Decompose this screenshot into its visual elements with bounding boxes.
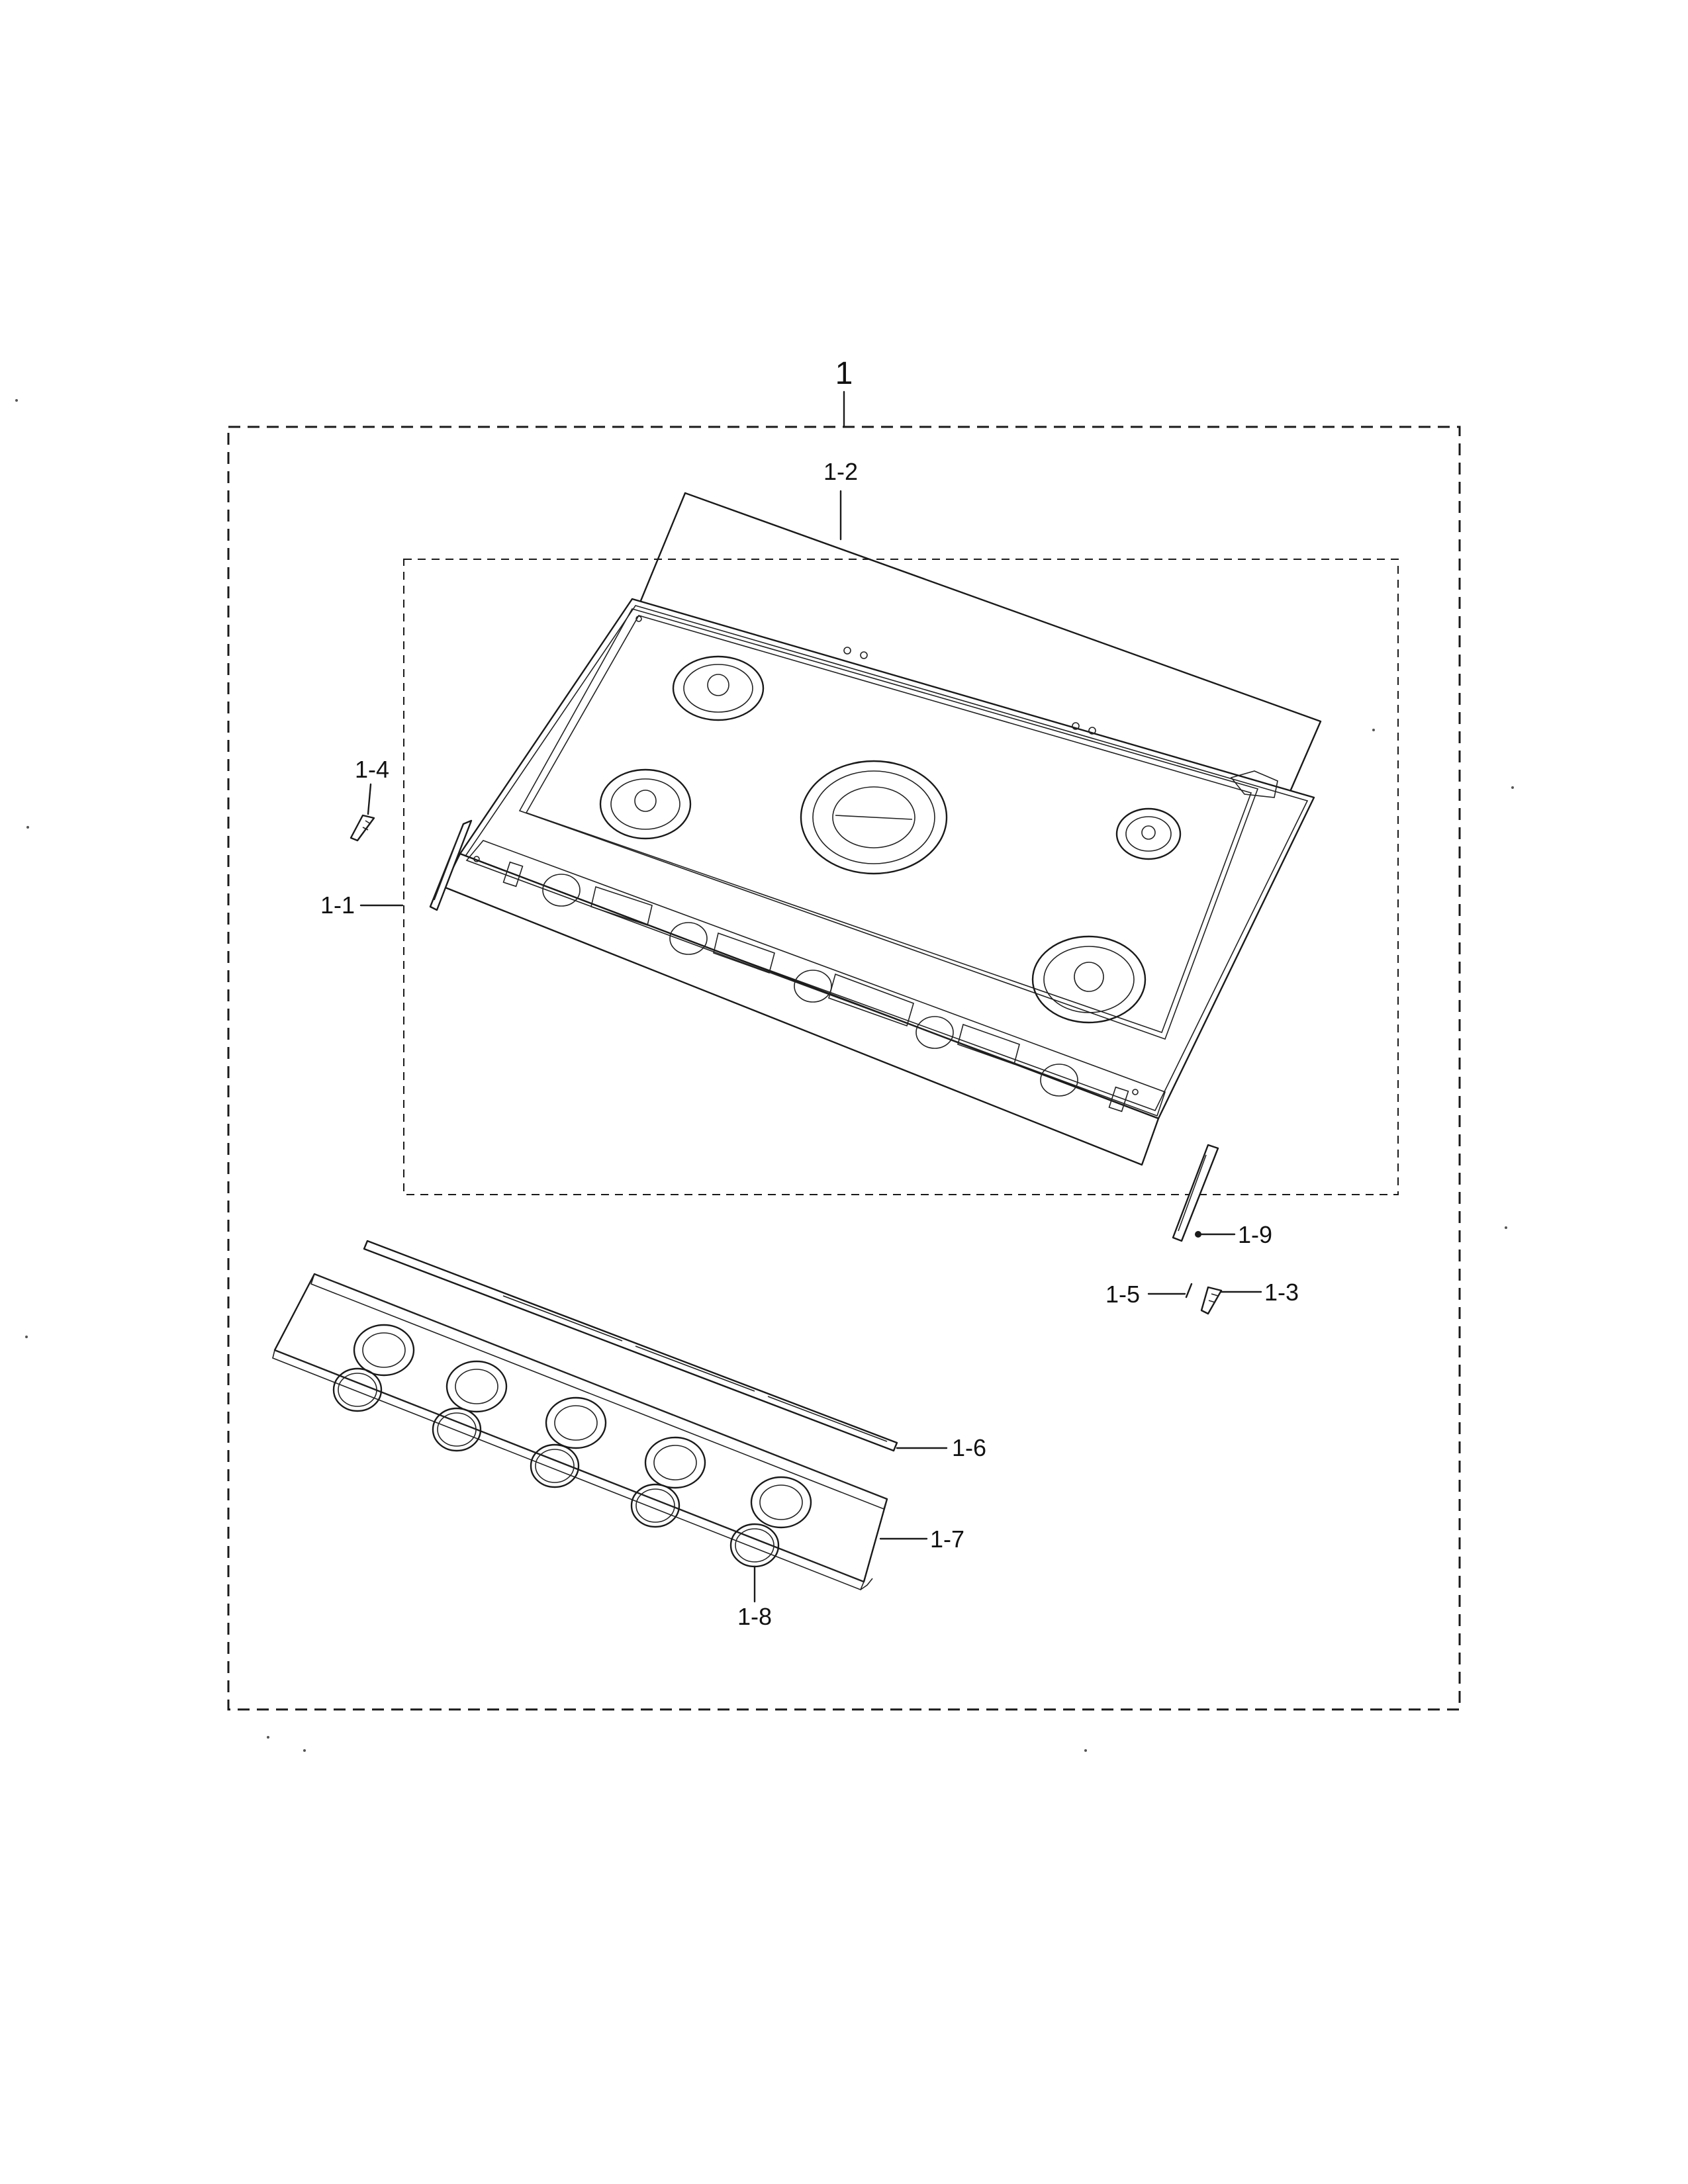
leader-1-2-v2	[684, 492, 1322, 799]
cooktop-front-strip	[442, 840, 1166, 1166]
control-panel-1-7	[272, 1273, 888, 1591]
o-rings-1-8	[332, 1367, 780, 1568]
callout-1-3: 1-3	[1264, 1279, 1299, 1306]
clip-part-1-4	[350, 814, 375, 842]
scan-specks	[15, 399, 1514, 1752]
side-bracket-right	[1172, 1144, 1219, 1242]
panel-knob-ring-5	[750, 1476, 812, 1529]
callout-1-7: 1-7	[930, 1525, 964, 1553]
callout-1-2: 1-2	[823, 458, 858, 485]
callout-1-5: 1-5	[1105, 1281, 1140, 1308]
panel-knob-ring-1	[353, 1324, 415, 1377]
burner-rear-right	[1115, 807, 1182, 860]
leader-1-4	[367, 783, 372, 815]
clip-part-1-3	[1200, 1286, 1223, 1315]
burner-openings	[599, 655, 1182, 1024]
panel-knob-ring-4	[644, 1436, 706, 1489]
subassembly-boundary-1-1	[403, 559, 1399, 1195]
callout-1-6: 1-6	[952, 1434, 986, 1461]
side-bracket-left	[429, 819, 473, 911]
panel-knob-ring-3	[545, 1396, 607, 1449]
pin-part-1-5	[1185, 1283, 1193, 1298]
burner-rear-left	[672, 655, 765, 721]
screw-part-1-9	[1195, 1231, 1201, 1238]
callout-1-8: 1-8	[737, 1603, 772, 1630]
panel-knob-ring-2	[445, 1360, 508, 1413]
burner-front-right	[1031, 935, 1147, 1024]
gasket-strip-1-6	[363, 1240, 898, 1452]
callout-1-4: 1-4	[355, 756, 389, 783]
burner-center	[800, 760, 948, 875]
callout-1: 1	[835, 356, 853, 391]
burner-front-left	[599, 768, 692, 840]
callout-1-1: 1-1	[320, 891, 355, 919]
callout-1-9: 1-9	[1238, 1221, 1272, 1248]
leader-1-2-v	[637, 492, 686, 607]
